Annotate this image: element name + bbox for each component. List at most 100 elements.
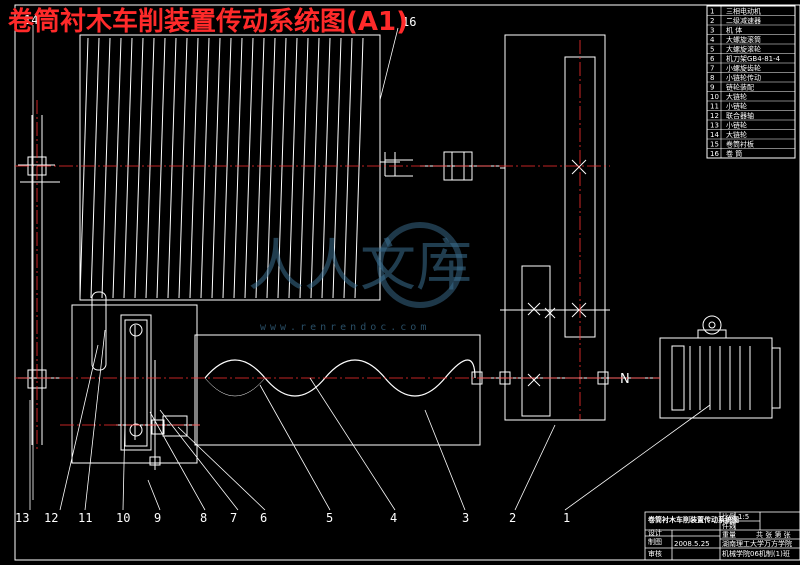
chain-drive — [91, 291, 200, 470]
callout-5: 5 — [326, 511, 333, 525]
drum-liner-strip — [79, 37, 89, 299]
parts-row-number: 13 — [710, 122, 719, 130]
drum-liner-strip — [101, 37, 111, 299]
parts-row-number: 9 — [710, 84, 714, 92]
drum-liner-strip — [112, 37, 122, 299]
watermark: 人人文库 www.renrendoc.com — [248, 222, 472, 333]
drum-liner-strip — [332, 37, 342, 299]
drum-liner-strip — [277, 37, 287, 299]
drum-liner-strip — [189, 37, 199, 299]
title-block — [644, 511, 800, 561]
parts-row-name: 卷 筒 — [726, 149, 742, 158]
drum-liner-strip — [123, 37, 133, 299]
callout-12: 12 — [44, 511, 58, 525]
parts-row-number: 4 — [710, 36, 715, 44]
watermark-text: 人人文库 — [248, 234, 472, 299]
leader-lines — [29, 25, 711, 511]
parts-row-name: 卷筒衬板 — [726, 140, 754, 149]
parts-row-number: 8 — [710, 74, 714, 82]
drum-liner-strip — [244, 37, 254, 299]
callout-8: 8 — [200, 511, 207, 525]
title-block-date: 2008.5.25 — [674, 540, 710, 548]
drum-liner-strip — [145, 37, 155, 299]
drum-liner-strip — [233, 37, 243, 299]
parts-row-name: 大螺旋滚轮 — [726, 45, 761, 54]
parts-row-name: 大链轮 — [726, 130, 747, 139]
parts-row-name: 大链轮 — [726, 92, 747, 101]
callout-6: 6 — [260, 511, 267, 525]
title-block-class: 机械学院06机制(1)班 — [722, 549, 790, 558]
callout-9: 9 — [154, 511, 161, 525]
drum-shaft — [380, 152, 500, 177]
callout-13: 13 — [15, 511, 29, 525]
callout-14: 14 — [24, 13, 38, 27]
centerlines — [15, 40, 660, 450]
parts-row-number: 14 — [710, 131, 719, 139]
parts-row-name: 小螺旋齿轮 — [726, 64, 761, 73]
drawing-border — [14, 4, 800, 561]
title-block-weight-label: 重量 — [722, 531, 736, 539]
parts-row-name: 小链轮 — [726, 121, 747, 130]
drum-liner-strip — [288, 37, 298, 299]
drum-liner-strip — [299, 37, 309, 299]
drum-liner-strip — [354, 37, 364, 299]
parts-list: 1 三相电动机 2 二级减速器 3 机 体 4 大螺旋滚筒 5 大螺旋滚轮 6 机刀架GB4-81-4… — [706, 5, 796, 159]
title-block-qty-label: 件数 — [722, 521, 736, 530]
callout-numbers: 1 2 3 4 5 6 7 8 9 10 11 12 13 14 16 — [15, 13, 570, 525]
drum-liner-strip — [90, 37, 100, 299]
drum-16 — [79, 34, 381, 301]
drum-liner-strip — [178, 37, 188, 299]
drum-liner-strip — [343, 37, 353, 299]
parts-row-number: 5 — [710, 46, 714, 54]
callout-10: 10 — [116, 511, 130, 525]
title-block-school: 湖南理工大学万方学院 — [722, 539, 792, 548]
drawing-title: 卷筒衬木车削装置传动系统图(A1) — [8, 6, 408, 37]
parts-row-number: 7 — [710, 65, 714, 73]
parts-row-name: 小链轮 — [726, 102, 747, 111]
parts-row-name: 机刀架GB4-81-4 — [726, 54, 781, 63]
callout-2: 2 — [509, 511, 516, 525]
title-block-scale-value: 1:5 — [738, 513, 749, 521]
parts-row-number: 1 — [710, 8, 714, 16]
parts-row-number: 12 — [710, 112, 719, 120]
drum-liner-strip — [222, 37, 232, 299]
drum-liner-strip — [266, 37, 276, 299]
drum-liner-strip — [156, 37, 166, 299]
motor-n-label: N — [620, 372, 630, 387]
callout-16: 16 — [402, 15, 416, 29]
left-shaft — [18, 115, 60, 445]
parts-row-name: 小链轮传动 — [726, 73, 761, 82]
parts-row-number: 2 — [710, 17, 714, 25]
parts-row-name: 三相电动机 — [726, 7, 761, 16]
parts-row-number: 3 — [710, 27, 714, 35]
motor-1 — [640, 315, 781, 419]
reducer-2 — [499, 34, 640, 421]
parts-row-number: 6 — [710, 55, 715, 63]
callout-11: 11 — [78, 511, 92, 525]
watermark-url: www.renrendoc.com — [260, 322, 430, 333]
drum-liner-strip — [211, 37, 221, 299]
parts-row-number: 10 — [710, 93, 719, 101]
parts-row-name: 链轮装配 — [726, 83, 754, 92]
parts-row-name: 二级减速器 — [726, 16, 761, 25]
callout-4: 4 — [390, 511, 397, 525]
drum-liner-strip — [321, 37, 331, 299]
drum-liner-strip — [255, 37, 265, 299]
title-block-scale-label: 比例 — [722, 512, 736, 521]
drum-liner-strip — [200, 37, 210, 299]
drum-liner-strip — [167, 37, 177, 299]
parts-row-name: 机 体 — [726, 26, 742, 35]
parts-row-number: 16 — [710, 150, 719, 158]
parts-row-number: 15 — [710, 141, 719, 149]
title-block-drawer-label: 制图 — [648, 537, 662, 546]
parts-row-name: 大螺旋滚筒 — [726, 35, 761, 44]
title-block-checker-label: 审核 — [648, 549, 662, 558]
callout-3: 3 — [462, 511, 469, 525]
callout-1: 1 — [563, 511, 570, 525]
drum-liner-strip — [134, 37, 144, 299]
drum-liner-strip — [310, 37, 320, 299]
callout-7: 7 — [230, 511, 237, 525]
title-block-sheet-label: 共 张 第 张 — [756, 530, 791, 539]
title-block-designer-label: 设计 — [648, 528, 662, 537]
